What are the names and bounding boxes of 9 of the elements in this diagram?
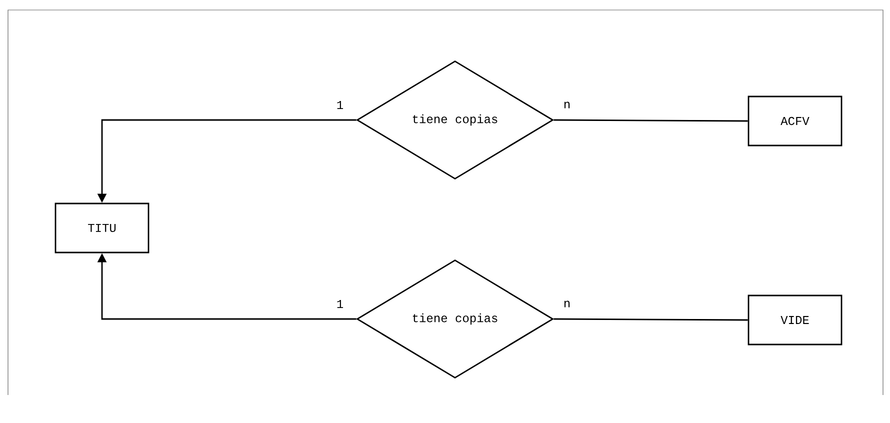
- connector: [554, 318, 748, 321]
- entity-box: ACFV: [748, 96, 842, 146]
- connector: [554, 119, 748, 122]
- entity-box: TITU: [54, 202, 150, 254]
- cardinality-label: n: [564, 102, 570, 108]
- entity-box: VIDE: [748, 294, 842, 346]
- cardinality-label: 1: [337, 300, 344, 308]
- cardinality-label: 1: [337, 101, 344, 109]
- cardinality-label: n: [564, 300, 570, 308]
